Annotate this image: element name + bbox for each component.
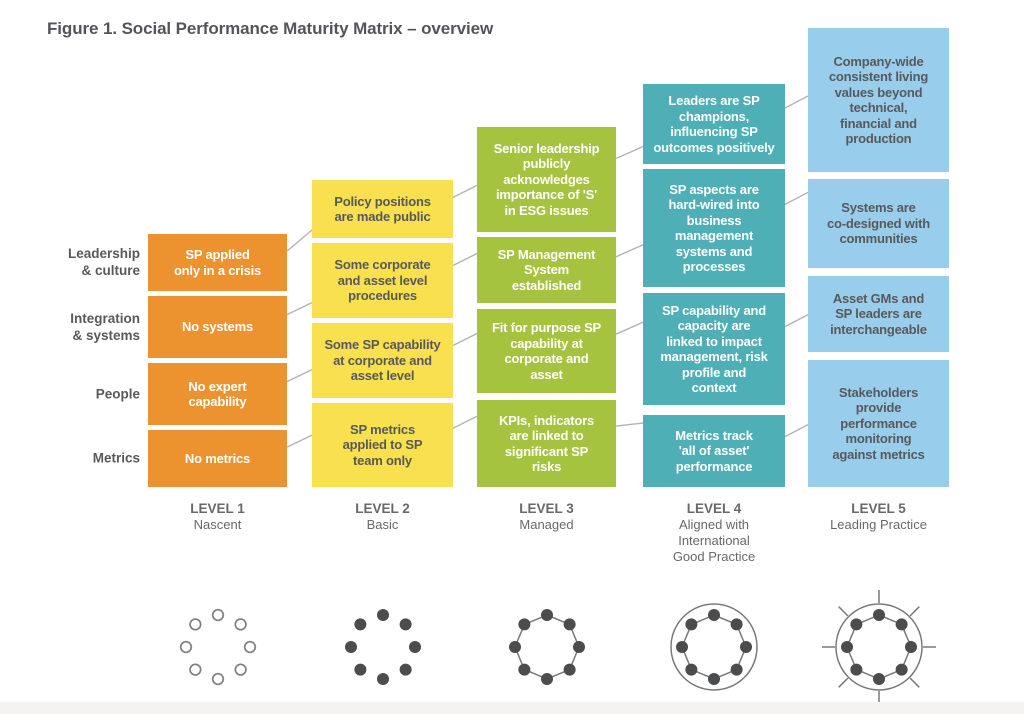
matrix-box-l4-leadership-culture: Leaders are SP champions, influencing SP… <box>643 84 785 164</box>
matrix-box-l4-metrics: Metrics track 'all of asset' performance <box>643 415 785 487</box>
maturity-icon-level-2-solid-dots <box>344 609 421 685</box>
bottom-band <box>0 702 1024 714</box>
matrix-box-l5-people: Asset GMs and SP leaders are interchange… <box>808 276 949 352</box>
matrix-box-l1-integration-systems: No systems <box>148 296 287 358</box>
row-label-metrics: Metrics <box>92 450 140 466</box>
matrix-box-l5-integration-systems: Systems are co-designed with communities <box>808 179 949 268</box>
matrix-box-l1-leadership-culture: SP applied only in a crisis <box>148 234 287 291</box>
level-1-label: LEVEL 1 Nascent <box>148 500 288 533</box>
level-1-title: LEVEL 1 <box>190 501 245 516</box>
maturity-icon-level-5-linked-dots-circle-rays <box>821 590 936 704</box>
level-1-sublabel: Nascent <box>193 517 242 532</box>
row-label-people: People <box>95 386 140 402</box>
matrix-box-l3-people: Fit for purpose SP capability at corpora… <box>477 309 616 393</box>
level-2-label: LEVEL 2 Basic <box>313 500 453 533</box>
matrix-box-l5-metrics: Stakeholders provide performance monitor… <box>808 360 949 487</box>
matrix-box-l4-people: SP capability and capacity are linked to… <box>643 293 785 405</box>
maturity-icon-level-4-linked-dots-circle <box>670 603 758 691</box>
matrix-box-l3-metrics: KPIs, indicators are linked to significa… <box>477 400 616 487</box>
matrix-box-l2-leadership-culture: Policy positions are made public <box>312 180 453 238</box>
matrix-box-l2-integration-systems: Some corporate and asset level procedure… <box>312 243 453 318</box>
level-3-title: LEVEL 3 <box>519 501 574 516</box>
level-3-sublabel: Managed <box>519 517 574 532</box>
matrix-box-l2-people: Some SP capability at corporate and asse… <box>312 323 453 398</box>
maturity-icon-level-1-open-dots <box>179 608 256 686</box>
level-2-title: LEVEL 2 <box>355 501 410 516</box>
level-5-title: LEVEL 5 <box>851 501 906 516</box>
row-label-leadership-culture: Leadership & culture <box>67 246 140 278</box>
level-2-sublabel: Basic <box>366 517 399 532</box>
matrix-box-l1-metrics: No metrics <box>148 430 287 487</box>
matrix-box-l3-integration-systems: SP Management System established <box>477 237 616 303</box>
matrix-box-l1-people: No expert capability <box>148 363 287 425</box>
level-4-title: LEVEL 4 <box>686 501 742 516</box>
level-5-sublabel: Leading Practice <box>830 517 927 532</box>
maturity-icon-level-3-linked-dots <box>508 609 585 685</box>
level-5-label: LEVEL 5 Leading Practice <box>809 500 949 533</box>
level-4-sublabel: Aligned with International Good Practice <box>672 517 756 564</box>
matrix-box-l4-integration-systems: SP aspects are hard-wired into business … <box>643 169 785 287</box>
level-3-label: LEVEL 3 Managed <box>477 500 617 533</box>
level-4-label: LEVEL 4 Aligned with International Good … <box>644 500 784 565</box>
matrix-box-l5-leadership-culture: Company-wide consistent living values be… <box>808 28 949 172</box>
row-label-integration-systems: Integration & systems <box>70 311 140 343</box>
matrix-box-l3-leadership-culture: Senior leadership publicly acknowledges … <box>477 127 616 232</box>
figure-title: Figure 1. Social Performance Maturity Ma… <box>47 19 494 38</box>
matrix-box-l2-metrics: SP metrics applied to SP team only <box>312 403 453 487</box>
